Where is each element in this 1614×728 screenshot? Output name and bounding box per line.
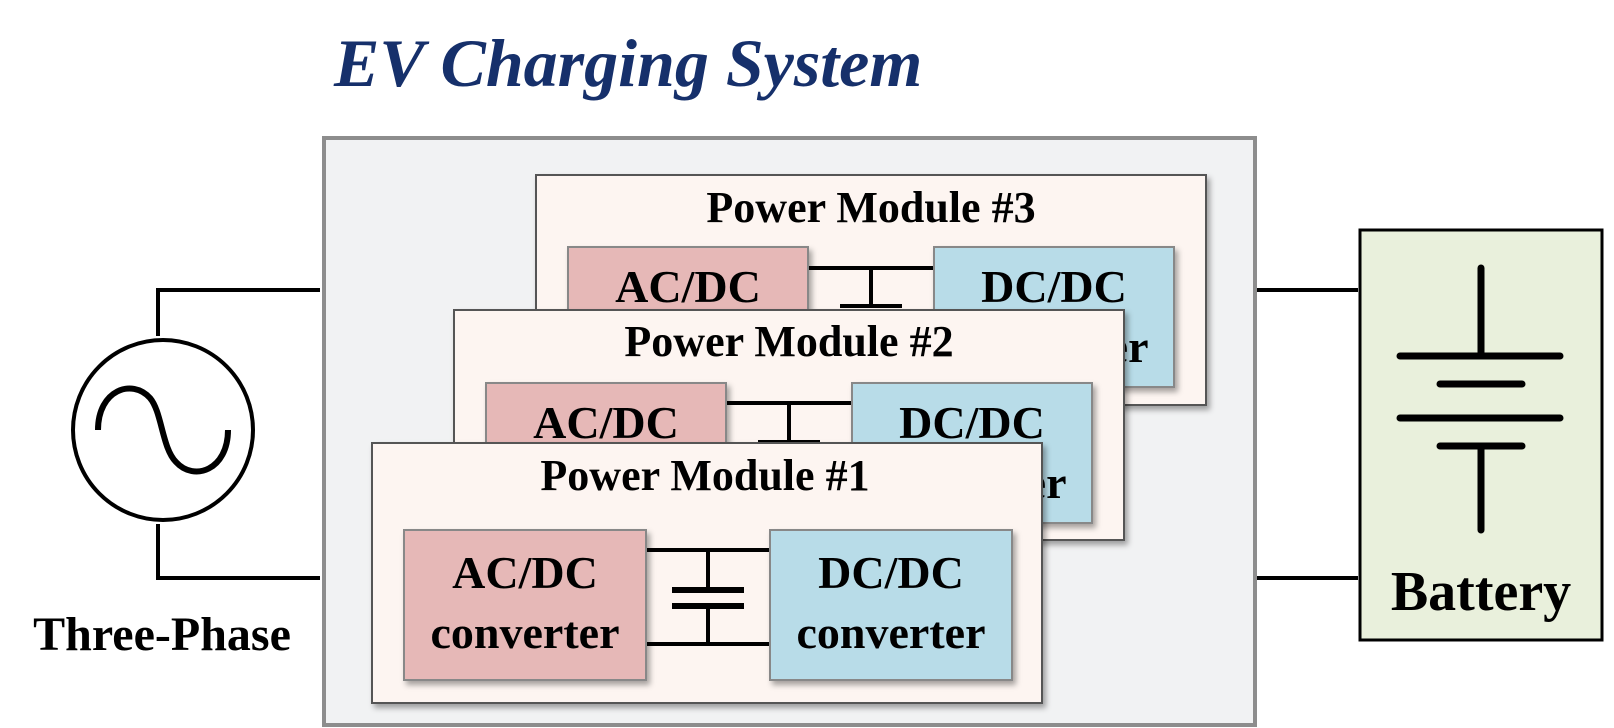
power-module-3-ac-dc-line1: AC/DC [615, 261, 761, 312]
battery-wires [1255, 288, 1358, 580]
power-module-1-ac-dc-line2: converter [431, 607, 620, 658]
power-module-1-dc-dc-box [769, 529, 1013, 681]
power-module-1-dc-dc-line1: DC/DC [818, 547, 964, 598]
power-module-1: Power Module #1 AC/DC converter DC/DC co… [371, 442, 1043, 704]
source-label: Three-Phase [33, 608, 291, 661]
ac-source-icon [71, 338, 255, 522]
battery-label: Battery [1391, 561, 1571, 623]
battery-icon [1396, 264, 1564, 534]
power-module-3-dc-dc-line1: DC/DC [981, 261, 1127, 312]
source-wires [156, 288, 320, 580]
power-module-1-ac-dc-line1: AC/DC [452, 547, 598, 598]
power-module-1-dc-dc-line2: converter [797, 607, 986, 658]
power-module-3-title: Power Module #3 [706, 183, 1035, 232]
power-module-2-title: Power Module #2 [624, 317, 953, 366]
power-module-1-ac-dc-box [403, 529, 647, 681]
dc-link-capacitor-icon [646, 548, 770, 646]
battery-block: Battery [1358, 228, 1604, 642]
power-module-2-dc-dc-line1: DC/DC [899, 397, 1045, 448]
power-module-2-ac-dc-line1: AC/DC [533, 397, 679, 448]
diagram-title: EV Charging System [333, 25, 922, 101]
power-module-1-title: Power Module #1 [540, 451, 869, 500]
